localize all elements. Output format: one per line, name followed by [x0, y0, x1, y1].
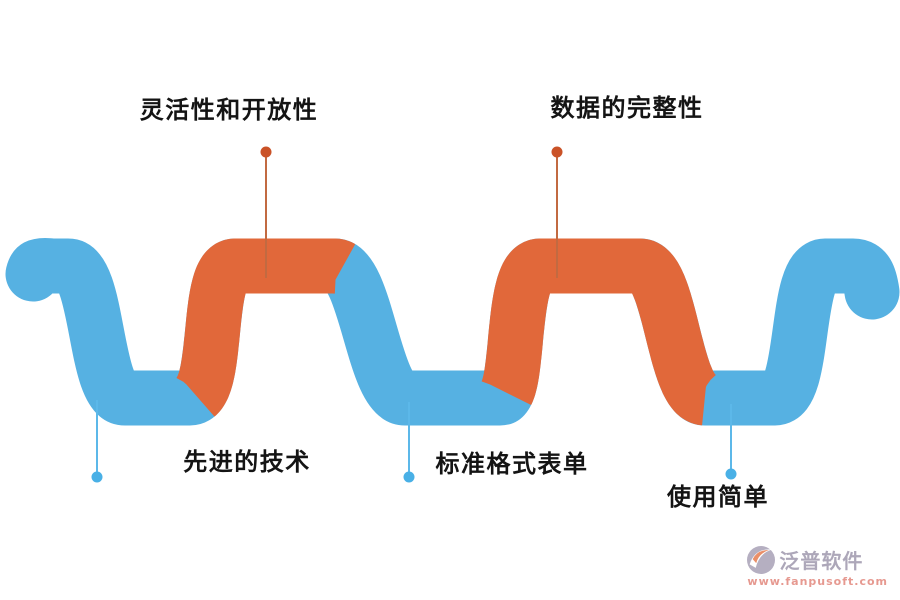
label-standard-forms: 标准格式表单: [435, 450, 589, 478]
wave-ribbon-orange-segments: [170, 238, 731, 426]
label-easy-to-use: 使用简单: [667, 483, 769, 511]
label-advanced-tech: 先进的技术: [183, 448, 311, 476]
wave-ribbon-blue: [5, 237, 900, 426]
dot-flexibility: [260, 146, 272, 158]
label-flexibility: 灵活性和开放性: [139, 96, 319, 124]
wave-ribbon-orange-segment: [170, 238, 368, 422]
label-data-integrity: 数据的完整性: [550, 94, 704, 122]
watermark: 泛普软件 www.fanpusoft.com: [747, 545, 888, 588]
fanpu-logo-icon: [747, 545, 776, 574]
connector-lines: [96, 152, 732, 477]
dot-easy-to-use: [725, 468, 737, 480]
wave-ribbon: [5, 237, 900, 426]
watermark-url: www.fanpusoft.com: [747, 575, 888, 588]
watermark-brand: 泛普软件: [779, 549, 864, 573]
dot-advanced-tech: [91, 471, 103, 483]
connector-dots: [91, 146, 737, 483]
wave-ribbon-orange-segment: [479, 238, 731, 426]
dot-data-integrity: [551, 146, 563, 158]
dot-standard-forms: [403, 471, 415, 483]
